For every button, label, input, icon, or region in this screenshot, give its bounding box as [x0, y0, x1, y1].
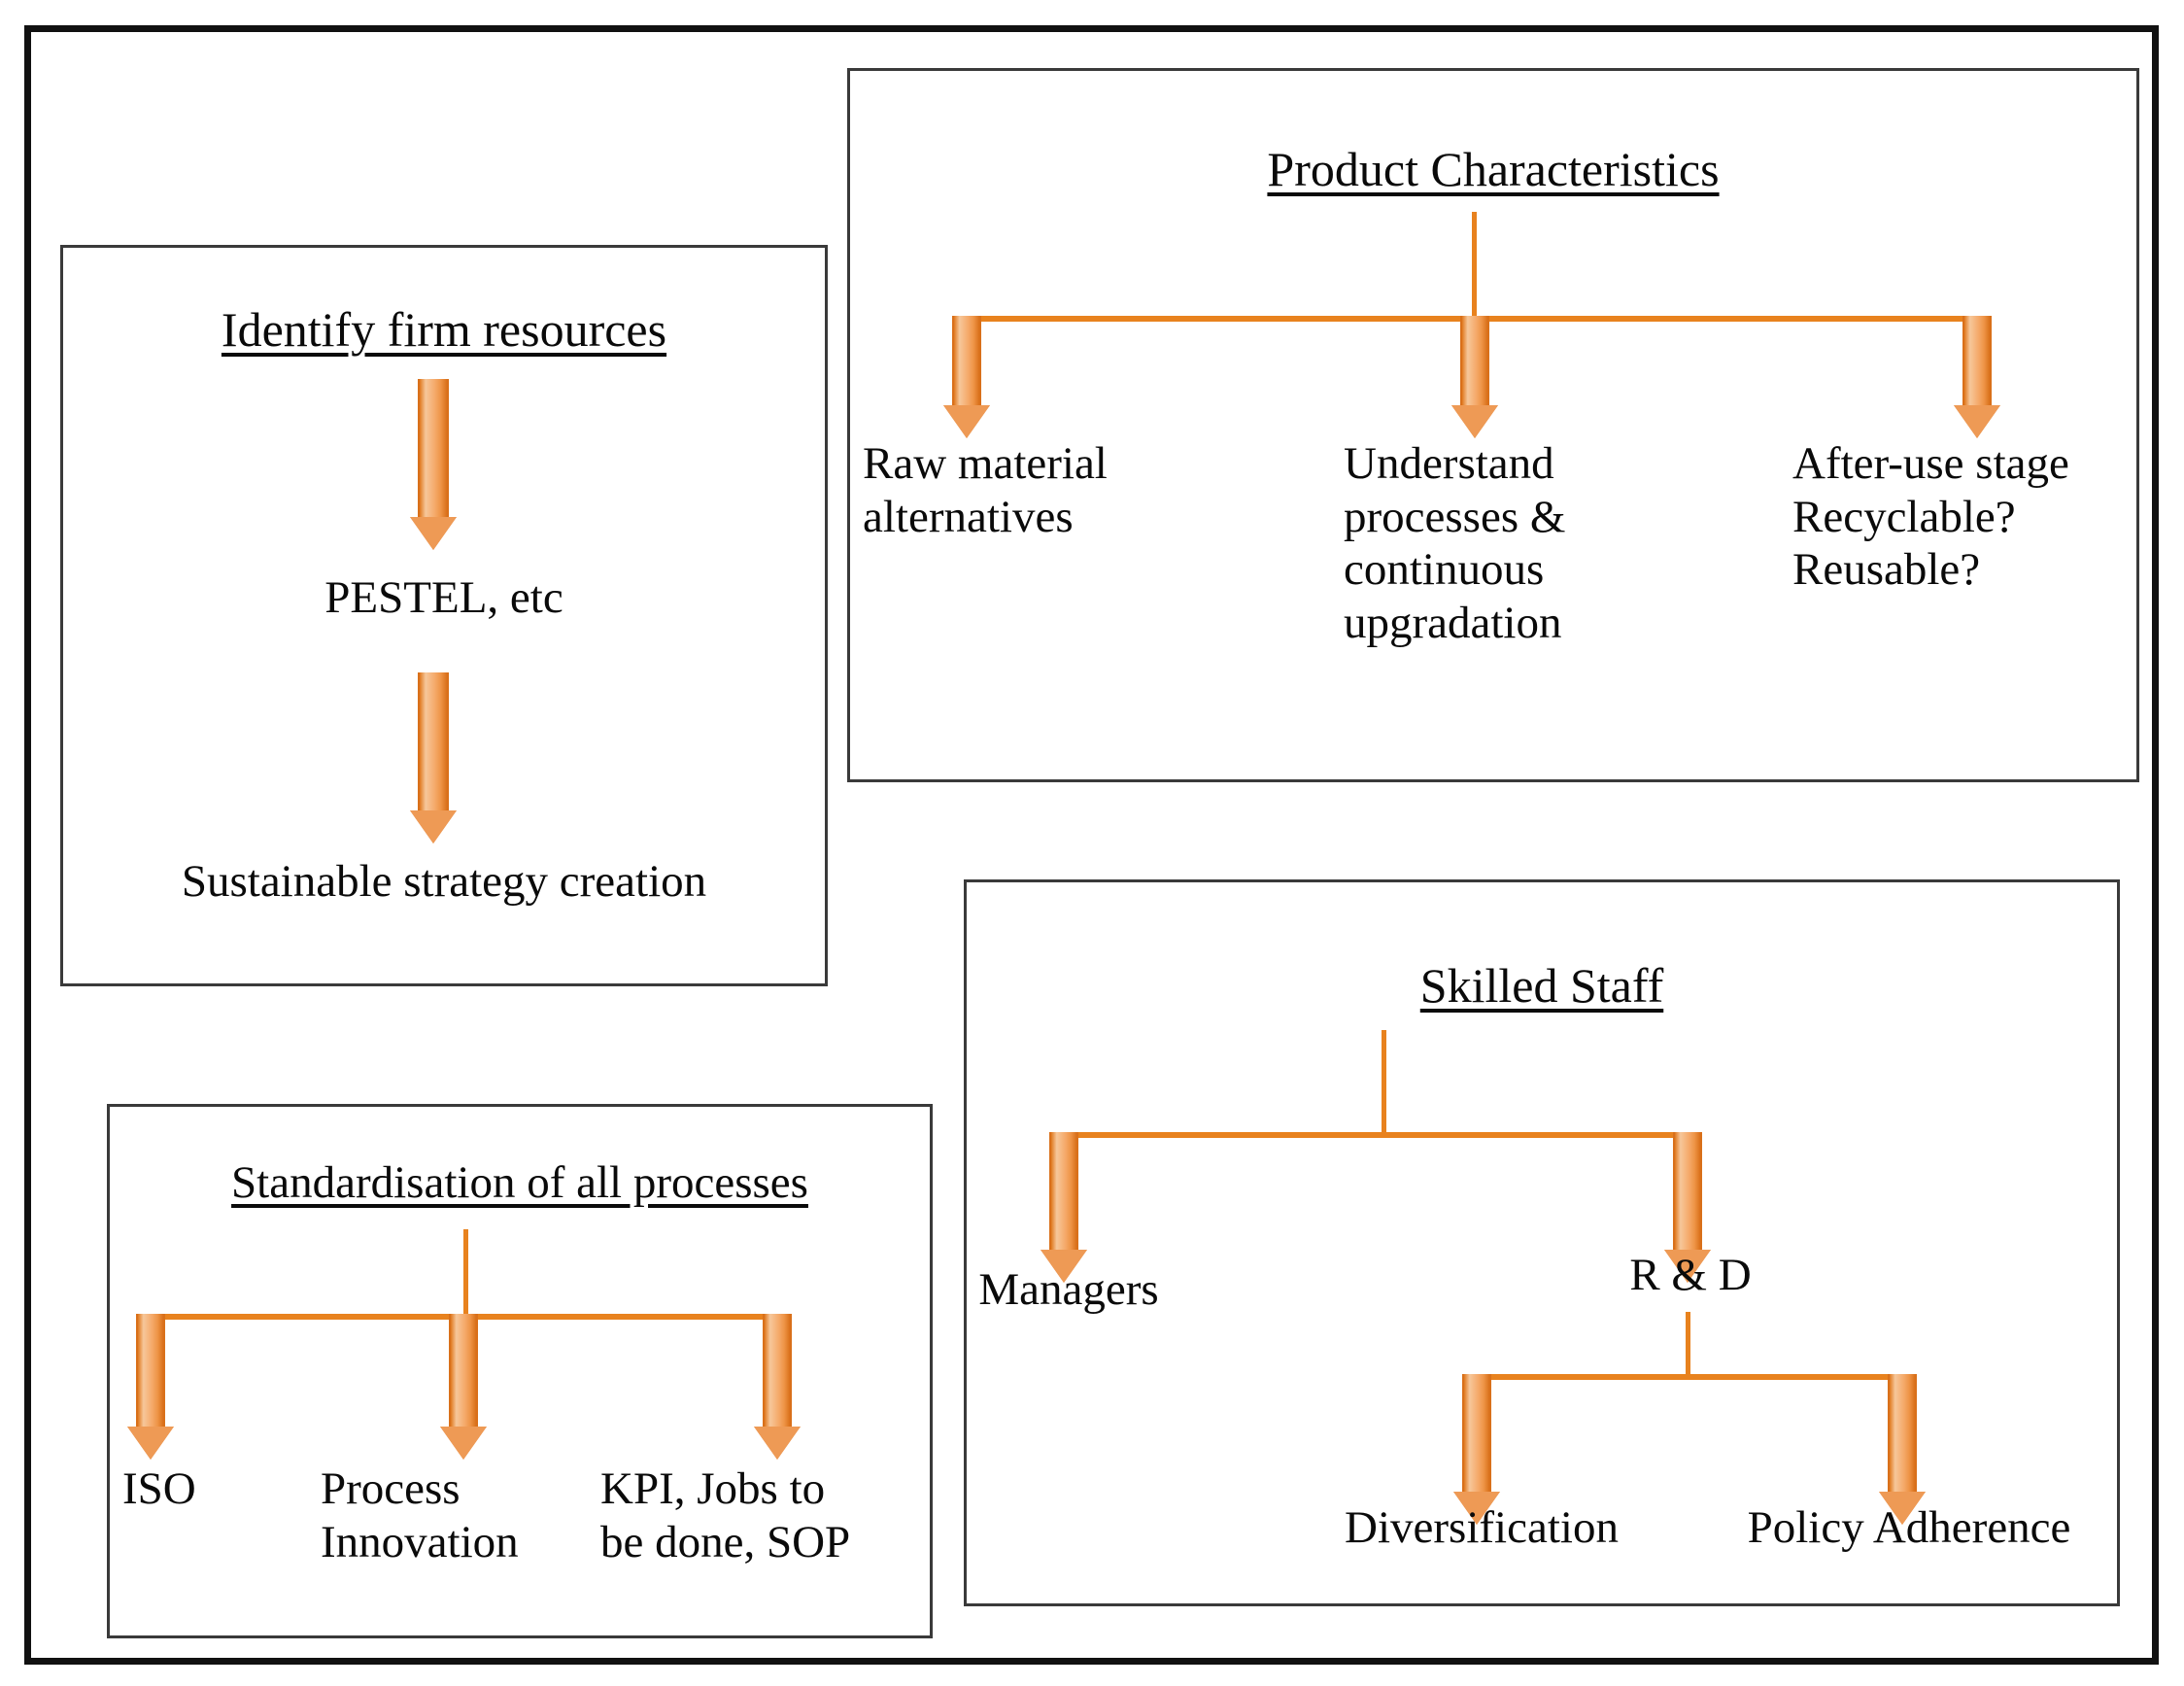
arrow-resources-1	[410, 379, 457, 550]
heading-product-characteristics: Product Characteristics	[1267, 142, 1720, 196]
panel-standardisation	[107, 1104, 933, 1638]
node-after-use-stage: After-use stage Recyclable? Reusable?	[1792, 438, 2069, 596]
connector-rd-stem	[1686, 1312, 1690, 1378]
connector-rd-bus	[1475, 1374, 1902, 1380]
node-sustainable-strategy-creation: Sustainable strategy creation	[181, 856, 707, 907]
connector-product-stem	[1472, 212, 1477, 319]
node-iso: ISO	[122, 1463, 196, 1514]
connector-standard-stem	[463, 1229, 468, 1317]
arrow-product-branch-2	[1451, 316, 1498, 438]
arrow-resources-2	[410, 672, 457, 843]
panel-skilled-staff	[964, 879, 2120, 1606]
arrow-product-branch-1	[943, 316, 990, 438]
connector-staff-bus	[1064, 1132, 1690, 1138]
arrow-staff-branch-rd	[1664, 1132, 1711, 1283]
arrow-standard-branch-2	[440, 1314, 487, 1460]
node-process-innovation: Process Innovation	[321, 1463, 519, 1567]
panel-identify-firm-resources	[60, 245, 828, 986]
heading-identify-firm-resources: Identify firm resources	[221, 302, 667, 357]
arrow-standard-branch-1	[127, 1314, 174, 1460]
arrow-product-branch-3	[1954, 316, 2000, 438]
node-raw-material-alternatives: Raw material alternatives	[863, 438, 1108, 542]
node-kpi-jobs-sop: KPI, Jobs to be done, SOP	[600, 1463, 851, 1567]
node-pestel: PESTEL, etc	[324, 572, 563, 623]
arrow-staff-branch-managers	[1041, 1132, 1087, 1283]
node-r-and-d: R & D	[1629, 1250, 1752, 1300]
node-diversification: Diversification	[1345, 1502, 1619, 1553]
arrow-standard-branch-3	[754, 1314, 801, 1460]
heading-skilled-staff: Skilled Staff	[1419, 958, 1664, 1013]
node-policy-adherence: Policy Adherence	[1747, 1502, 2071, 1553]
heading-standardisation-of-all-processes: Standardisation of all processes	[231, 1157, 808, 1208]
connector-staff-stem	[1382, 1030, 1386, 1135]
node-managers: Managers	[978, 1264, 1159, 1315]
node-understand-processes: Understand processes & continuous upgrad…	[1344, 438, 1566, 648]
outer-frame	[24, 25, 2159, 1665]
arrow-rd-branch-policy	[1879, 1374, 1926, 1525]
arrow-rd-branch-diversification	[1453, 1374, 1500, 1525]
